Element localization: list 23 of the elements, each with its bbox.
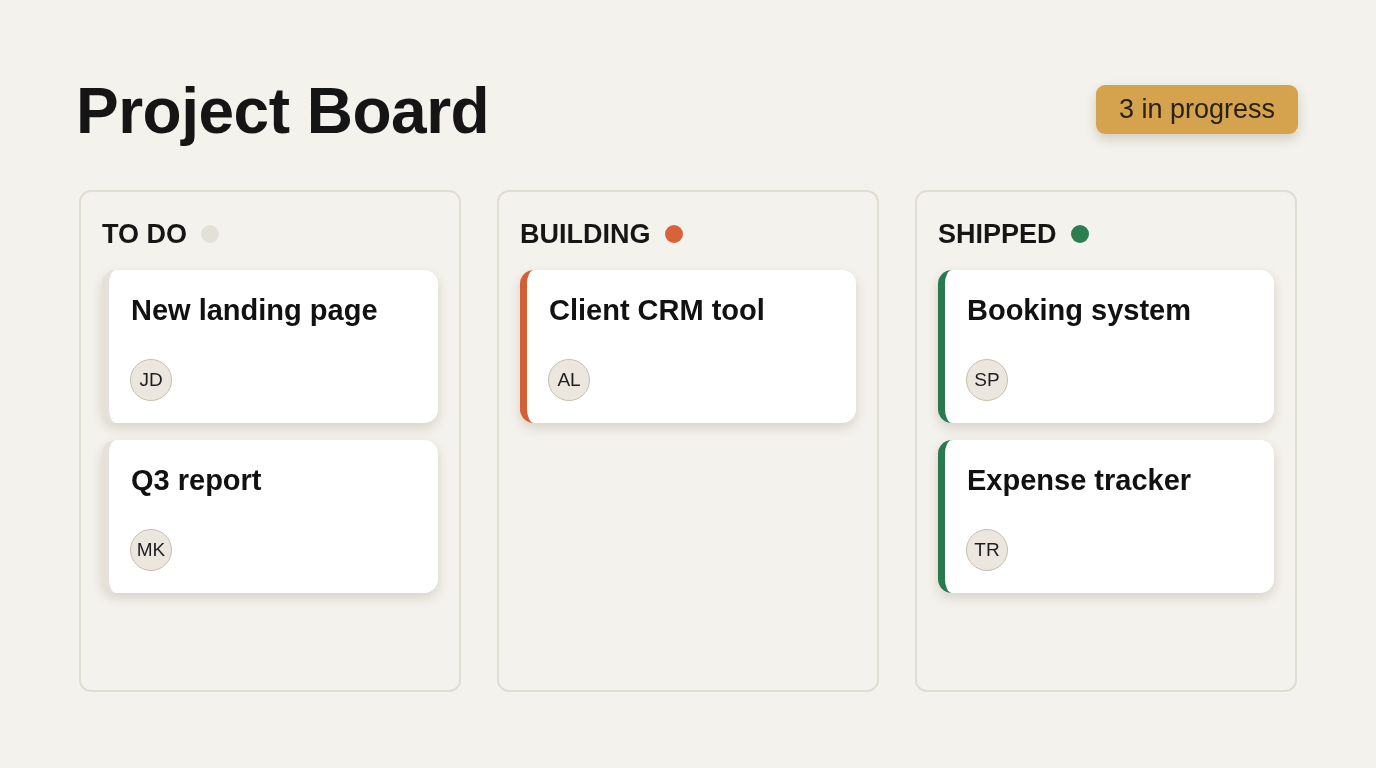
page-title: Project Board — [76, 75, 490, 149]
avatar: MK — [130, 529, 172, 571]
card-title: New landing page — [131, 293, 378, 328]
task-card — [520, 270, 856, 423]
column-heading: BUILDING — [520, 218, 651, 251]
column-panel — [497, 190, 879, 692]
card-title: Expense tracker — [967, 463, 1192, 498]
task-card — [938, 440, 1274, 593]
task-card — [102, 270, 438, 423]
column-panel — [915, 190, 1297, 692]
card-title: Booking system — [967, 293, 1191, 328]
column-heading: TO DO — [102, 218, 187, 251]
progress-badge: 3 in progress — [1096, 85, 1298, 134]
task-card — [102, 440, 438, 593]
avatar: SP — [966, 359, 1008, 401]
column-heading: SHIPPED — [938, 218, 1057, 251]
column-panel — [79, 190, 461, 692]
card-title: Q3 report — [131, 463, 262, 498]
avatar: AL — [548, 359, 590, 401]
task-card — [938, 270, 1274, 423]
avatar: TR — [966, 529, 1008, 571]
avatar: JD — [130, 359, 172, 401]
card-title: Client CRM tool — [549, 293, 765, 328]
